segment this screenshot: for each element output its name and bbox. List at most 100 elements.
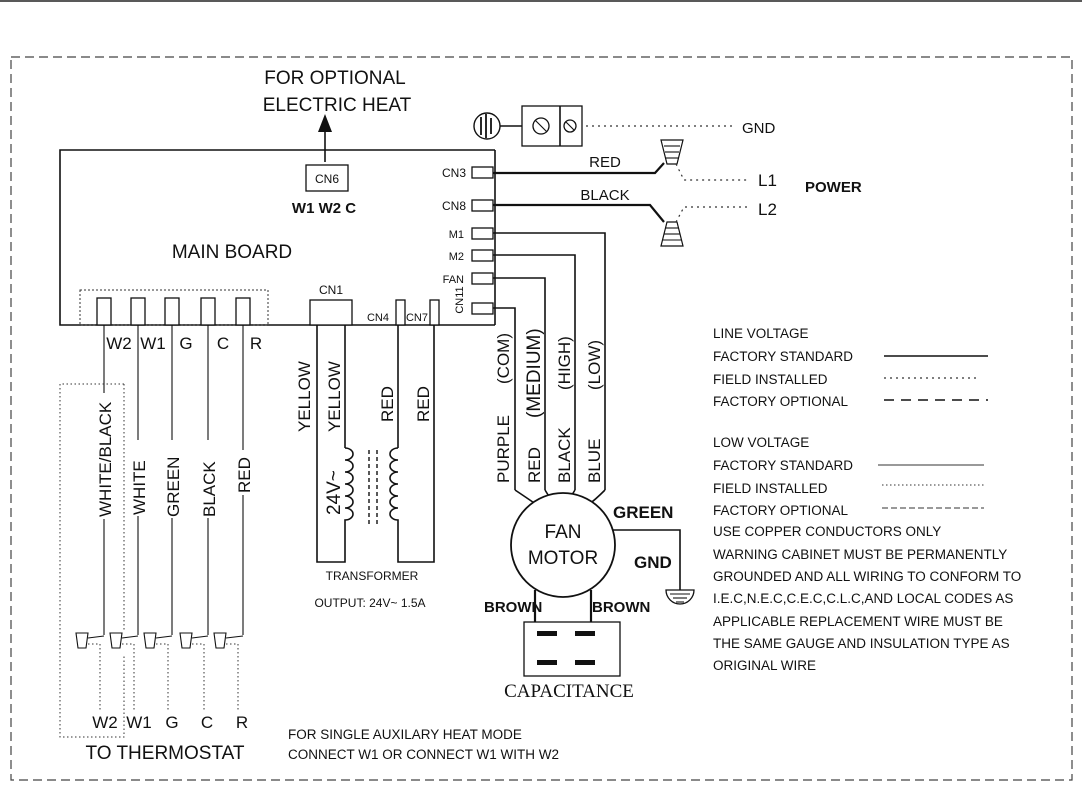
board-label-r: R	[250, 334, 262, 353]
thermostat-label: TO THERMOSTAT	[85, 743, 244, 764]
legend-low-standard: FACTORY STANDARD	[713, 458, 853, 473]
cn3-pin	[471, 166, 494, 179]
main-board-outline	[59, 149, 495, 326]
m1-lead	[493, 232, 606, 490]
capacitor	[523, 621, 621, 677]
thermostat-label-g: G	[165, 713, 178, 732]
yellow-label-1: YELLOW	[295, 361, 314, 432]
black-power-label: BLACK	[580, 187, 629, 204]
fan-label: FAN	[443, 274, 464, 286]
cn11-label: CN11	[454, 286, 466, 313]
high-label: (HIGH)	[555, 336, 574, 390]
cn6-terminals: W1 W2 C	[292, 200, 356, 217]
note-line-4: I.E.C,N.E.C,C.E.C,C.L.C,AND LOCAL CODES …	[713, 591, 1013, 606]
legend-line-voltage: LINE VOLTAGE	[713, 326, 809, 341]
cn1-connector	[309, 299, 353, 326]
yellow-label-2: YELLOW	[325, 361, 344, 432]
thermostat-label-w1: W1	[126, 713, 152, 732]
electric-heat-note-line2: ELECTRIC HEAT	[263, 95, 412, 116]
cn4-label: CN4	[367, 312, 389, 324]
bottom-note-line2: CONNECT W1 OR CONNECT W1 WITH W2	[288, 747, 559, 762]
cn8-pin	[471, 199, 494, 212]
brown-right-label: BROWN	[592, 599, 650, 616]
red-power-label: RED	[589, 154, 621, 171]
note-line-5: APPLICABLE REPLACEMENT WIRE MUST BE	[713, 614, 1003, 629]
legend-low-field: FIELD INSTALLED	[713, 481, 828, 496]
cn11-lead	[493, 307, 516, 490]
m2-lead	[493, 254, 576, 490]
legend-lv-field: FIELD INSTALLED	[713, 372, 828, 387]
cn7-connector	[429, 299, 440, 326]
capacitance-label: CAPACITANCE	[504, 681, 634, 702]
board-label-w1: W1	[140, 334, 166, 353]
thermostat-label-r: R	[236, 713, 248, 732]
note-line-3: GROUNDED AND ALL WIRING TO CONFORM TO	[713, 569, 1021, 584]
com-label: (COM)	[494, 333, 513, 384]
red-label-2: RED	[414, 386, 433, 422]
red-label-1: RED	[378, 386, 397, 422]
legend-low-optional: FACTORY OPTIONAL	[713, 503, 849, 518]
black-motor-wire-label: BLACK	[555, 427, 574, 483]
board-terminal-w2	[96, 297, 112, 326]
legend-low-voltage: LOW VOLTAGE	[713, 435, 809, 450]
l1-label: L1	[758, 171, 777, 190]
yellow-wire-1	[316, 325, 346, 563]
white-label: WHITE	[130, 460, 149, 515]
transformer-coils	[344, 447, 399, 528]
fan-pin	[471, 272, 494, 285]
fan-motor-label-line2: MOTOR	[528, 548, 598, 569]
cn1-label: CN1	[319, 283, 343, 297]
power-label: POWER	[805, 179, 862, 196]
note-line-2: WARNING CABINET MUST BE PERMANENTLY	[713, 547, 1007, 562]
board-terminal-c	[200, 297, 216, 326]
black-label: BLACK	[200, 461, 219, 517]
m1-pin	[471, 227, 494, 240]
legend: LINE VOLTAGE FACTORY STANDARD FIELD INST…	[713, 326, 988, 518]
brown-left-label: BROWN	[484, 599, 542, 616]
l2-field-wire	[675, 206, 750, 223]
m2-pin	[471, 249, 494, 262]
cn11-pin	[471, 302, 494, 315]
l2-label: L2	[758, 200, 777, 219]
field-bracket	[59, 383, 125, 738]
low-label: (LOW)	[585, 340, 604, 390]
motor-gnd-label: GND	[634, 553, 672, 572]
cn7-label: CN7	[406, 312, 428, 324]
board-terminal-r	[235, 297, 251, 326]
transformer-label: TRANSFORMER	[326, 569, 419, 583]
bottom-note-line1: FOR SINGLE AUXILARY HEAT MODE	[288, 727, 522, 742]
m2-label: M2	[449, 251, 464, 263]
board-terminal-g	[164, 297, 180, 326]
main-board-label: MAIN BOARD	[172, 242, 292, 263]
blue-motor-wire-label: BLUE	[585, 439, 604, 483]
electric-heat-note-line1: FOR OPTIONAL	[264, 68, 405, 89]
legend-lv-standard: FACTORY STANDARD	[713, 349, 853, 364]
thermostat-wire-nuts	[75, 632, 227, 649]
ground-symbol	[473, 112, 501, 140]
l1-field-wire	[675, 163, 750, 181]
transformer-output: OUTPUT: 24V~ 1.5A	[314, 596, 425, 610]
motor-ground-icon	[665, 589, 695, 605]
cn8-label: CN8	[442, 199, 466, 213]
legend-lv-optional: FACTORY OPTIONAL	[713, 394, 849, 409]
cn6-label: CN6	[315, 172, 339, 186]
board-terminal-w1	[130, 297, 146, 326]
m1-label: M1	[449, 229, 464, 241]
note-line-6: THE SAME GAUGE AND INSULATION TYPE AS	[713, 636, 1010, 651]
note-line-1: USE COPPER CONDUCTORS ONLY	[713, 524, 941, 539]
fan-lead	[493, 277, 546, 490]
motor-green-label: GREEN	[613, 503, 673, 522]
power-gnd-label: GND	[742, 120, 776, 137]
electric-heat-arrow-head	[318, 114, 332, 132]
white-black-label: WHITE/BLACK	[96, 401, 115, 517]
board-label-w2: W2	[106, 334, 132, 353]
transformer-voltage: 24V~	[324, 470, 345, 515]
motor-green-wire	[612, 529, 681, 590]
black-power-wire	[493, 203, 665, 223]
green-label: GREEN	[164, 457, 183, 517]
board-label-g: G	[179, 334, 192, 353]
cn6-connector	[305, 164, 349, 192]
thermostat-label-w2: W2	[92, 713, 118, 732]
red-label: RED	[235, 457, 254, 493]
